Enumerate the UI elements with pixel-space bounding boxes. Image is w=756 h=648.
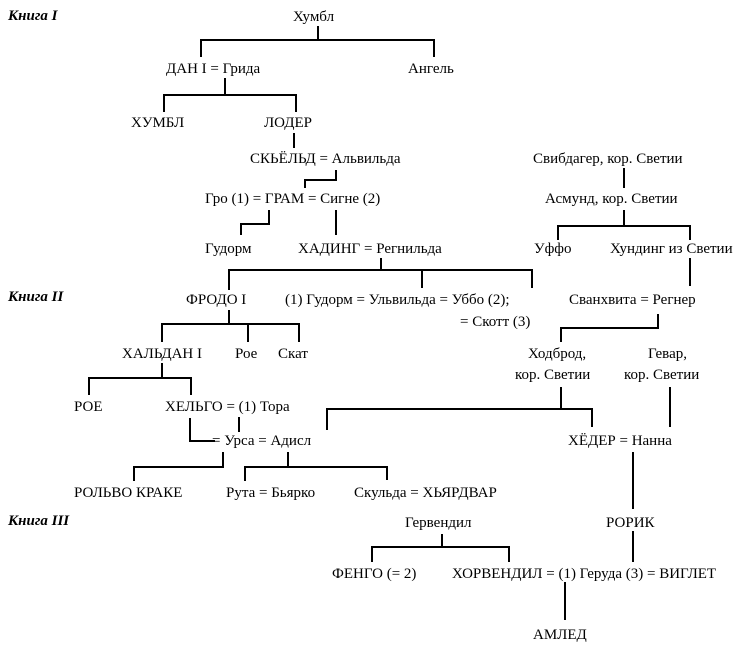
node-frodo: ФРОДО I: [186, 292, 247, 308]
book-3-heading: Книга III: [8, 513, 70, 529]
node-fengo: ФЕНГО (= 2): [332, 566, 417, 582]
node-asmund: Асмунд, кор. Светии: [545, 191, 678, 207]
node-gevar-line1: Гевар,: [648, 346, 687, 362]
node-skat: Скат: [278, 346, 308, 362]
node-roe: РОЕ: [74, 399, 103, 415]
node-haldan: ХАЛЬДАН I: [122, 346, 202, 362]
node-horvendil: ХОРВЕНДИЛ = (1) Геруда (3) = ВИГЛЕТ: [452, 566, 717, 582]
node-ulvilda: (1) Гудорм = Ульвильда = Уббо (2);: [285, 292, 510, 308]
node-svanhvita: Сванхвита = Регнер: [569, 292, 696, 308]
node-helgo: ХЕЛЬГО = (1) Тора: [165, 399, 290, 415]
book-2-heading: Книга II: [8, 289, 64, 305]
node-loder: ЛОДЕР: [264, 115, 312, 131]
node-gudorm: Гудорм: [205, 241, 252, 257]
node-roe-son: Рое: [235, 346, 258, 362]
node-humbl-father: Хумбл: [293, 9, 335, 25]
node-gram: Гро (1) = ГРАМ = Сигне (2): [205, 191, 381, 207]
node-rolvo: РОЛЬВО КРАКЕ: [74, 485, 183, 501]
node-ursa-adisl: = Урса = Адисл: [212, 433, 312, 449]
node-ruta: Рута = Бьярко: [226, 485, 316, 501]
node-skott: = Скотт (3): [460, 314, 531, 330]
node-humbl: ХУМБЛ: [131, 115, 185, 131]
node-uffo: Уффо: [534, 241, 572, 257]
node-gevar-line2: кор. Светии: [624, 367, 700, 383]
node-angel: Ангель: [408, 61, 454, 77]
node-heder: ХЁДЕР = Нанна: [568, 433, 672, 449]
node-rorik: РОРИК: [606, 515, 655, 531]
node-skulda: Скульда = ХЬЯРДВАР: [354, 485, 497, 501]
node-hunding: Хундинг из Светии: [610, 241, 733, 257]
node-dan: ДАН I = Грида: [166, 61, 261, 77]
node-svibdager: Свибдагер, кор. Светии: [533, 151, 683, 167]
node-hodbrod-line1: Ходброд,: [528, 346, 587, 362]
book-1-heading: Книга I: [8, 8, 58, 24]
node-hading: ХАДИНГ = Регнильда: [298, 241, 442, 257]
node-hodbrod-line2: кор. Светии: [515, 367, 591, 383]
node-gervendil: Гервендил: [405, 515, 472, 531]
node-skjold: СКЬЁЛЬД = Альвильда: [250, 151, 401, 167]
node-amled: АМЛЕД: [533, 627, 587, 643]
